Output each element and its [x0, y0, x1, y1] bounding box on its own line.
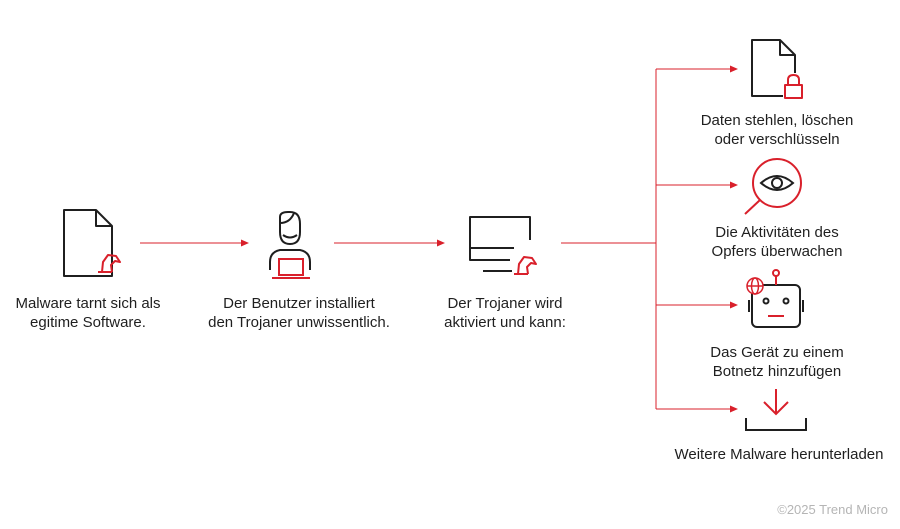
outcome-3-line-2: Botnetz hinzufügen — [712, 363, 842, 380]
step-3-line-1: Der Trojaner wird — [447, 295, 563, 312]
download-icon — [745, 389, 807, 431]
step-1-line-2: egitime Software. — [30, 314, 146, 331]
copyright-notice: ©2025 Trend Micro — [777, 502, 888, 517]
outcome-4-line-1: Weitere Malware herunterladen — [674, 446, 884, 463]
step-2-line-2: den Trojaner unwissentlich. — [208, 314, 390, 331]
step-1-line-1: Malware tarnt sich als — [15, 295, 161, 312]
step-1-caption: Malware tarnt sich als egitime Software. — [0, 294, 178, 332]
outcome-3-line-1: Das Gerät zu einem — [710, 344, 844, 361]
outcome-1-caption: Daten stehlen, löschen oder verschlüssel… — [677, 111, 877, 149]
step-3-caption: Der Trojaner wird aktiviert und kann: — [415, 294, 595, 332]
monitor-trojan-icon — [469, 216, 537, 275]
locked-document-icon — [751, 39, 803, 99]
step-2-caption: Der Benutzer installiert den Trojaner un… — [199, 294, 399, 332]
branch-connector — [561, 65, 738, 413]
user-laptop-trojan-icon — [269, 211, 311, 279]
outcome-2-line-2: Opfers überwachen — [711, 243, 843, 260]
outcome-3-caption: Das Gerät zu einem Botnetz hinzufügen — [677, 343, 877, 381]
outcome-4-caption: Weitere Malware herunterladen — [661, 445, 897, 464]
step-3-line-2: aktiviert und kann: — [444, 314, 566, 331]
step-2-line-1: Der Benutzer installiert — [223, 295, 375, 312]
outcome-1-line-1: Daten stehlen, löschen — [700, 112, 854, 129]
eye-icon — [744, 158, 802, 215]
outcome-1-line-2: oder verschlüsseln — [714, 131, 840, 148]
outcome-2-caption: Die Aktivitäten des Opfers überwachen — [677, 223, 877, 261]
outcome-2-line-1: Die Aktivitäten des — [715, 224, 839, 241]
bot-globe-icon — [746, 269, 804, 328]
document-trojan-icon — [63, 209, 121, 277]
